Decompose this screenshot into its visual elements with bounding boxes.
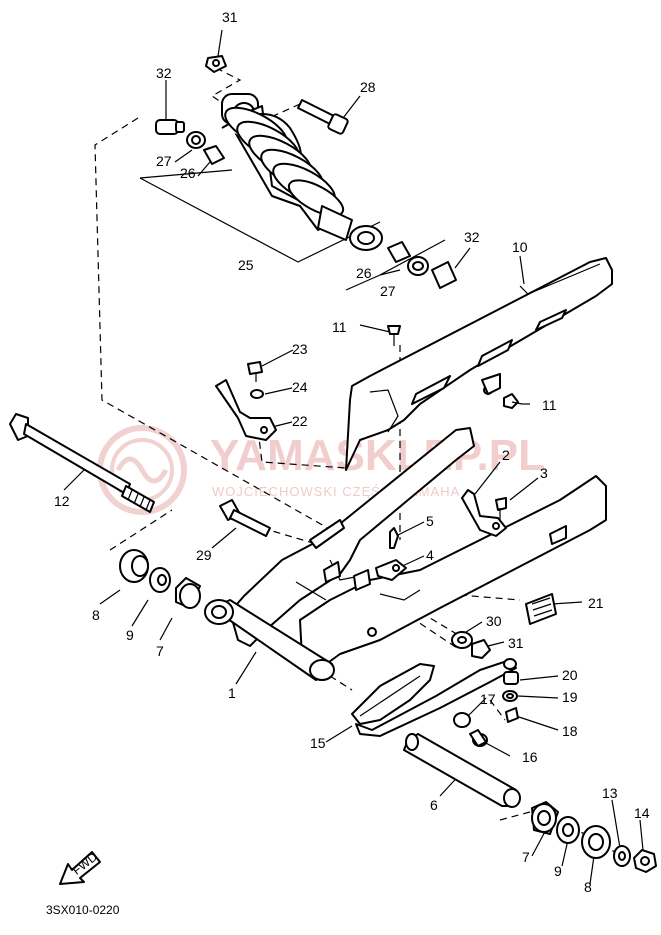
washer-9-left	[149, 567, 171, 593]
callout-11-top: 11	[332, 319, 347, 335]
callout-31-top: 31	[222, 9, 238, 25]
callout-30: 30	[486, 613, 502, 629]
callout-29: 29	[196, 547, 212, 563]
bolt-28	[297, 99, 349, 135]
watermark: YAMASKLEP.PL WOJCIECHOWSKI CZĘŚCI YAMAHA	[97, 425, 545, 515]
callout-7-right: 7	[522, 849, 530, 865]
fwd-arrow-icon: FWD	[59, 850, 101, 885]
cable-holder-2	[461, 489, 507, 537]
callout-13: 13	[602, 785, 618, 801]
collar-26-top	[203, 145, 225, 165]
callout-15: 15	[310, 735, 326, 751]
callout-27-bottom: 27	[380, 283, 396, 299]
bolt-11-right	[503, 393, 523, 409]
chain-guide-15	[351, 658, 517, 737]
callout-3: 3	[540, 465, 548, 481]
caution-label-21	[525, 593, 557, 625]
rear-shock-absorber	[221, 93, 383, 251]
collar-26-bottom	[387, 241, 411, 263]
callout-8-left: 8	[92, 607, 100, 623]
callout-4: 4	[426, 547, 434, 563]
pivot-shaft-6	[403, 733, 521, 808]
swingarm	[204, 427, 607, 681]
callout-20: 20	[562, 667, 578, 683]
callout-32-bottom: 32	[464, 229, 480, 245]
washer-30	[451, 631, 473, 649]
pivot-tube	[204, 599, 335, 681]
callout-10: 10	[512, 239, 528, 255]
callout-21: 21	[588, 595, 604, 611]
bolt-11-top	[387, 325, 401, 346]
bolt-18	[505, 707, 519, 723]
callout-16: 16	[522, 749, 538, 765]
washer-19	[502, 690, 518, 702]
nut-14	[633, 849, 657, 873]
callout-24: 24	[292, 379, 308, 395]
shock-hardware	[155, 55, 457, 289]
nut-31-bottom	[471, 639, 491, 659]
drawing-code: 3SX010-0220	[46, 903, 120, 917]
callout-18: 18	[562, 723, 578, 739]
callout-19: 19	[562, 689, 578, 705]
bolt-32-top	[155, 119, 185, 135]
callout-14: 14	[634, 805, 650, 821]
damper-20	[503, 671, 519, 685]
callout-22: 22	[292, 413, 308, 429]
pivot-shaft-12	[9, 413, 155, 513]
callout-27-top: 27	[156, 153, 172, 169]
oil-seal-27-bottom	[407, 256, 429, 276]
hose-guide-bracket	[215, 361, 277, 441]
callout-28: 28	[360, 79, 376, 95]
callout-11-right: 11	[542, 397, 557, 413]
bolt-29	[219, 499, 271, 537]
chain-case	[345, 257, 613, 471]
callout-labels: 31 32 28 27 26 25 32 10 26 27 11 23 24 1…	[54, 9, 650, 895]
callout-26-top: 26	[180, 165, 196, 181]
bushing-7-left	[175, 577, 201, 609]
callout-5: 5	[426, 513, 434, 529]
screw-3	[495, 497, 507, 520]
callout-32-top: 32	[156, 65, 172, 81]
washer-13	[613, 845, 631, 867]
bearing-8-left	[119, 549, 149, 583]
callout-9-right: 9	[554, 863, 562, 879]
washer-9-right	[556, 816, 580, 844]
callout-23: 23	[292, 341, 308, 357]
bearing-8-right	[581, 825, 611, 859]
callout-17: 17	[480, 691, 496, 707]
oil-seal-27-top	[186, 131, 206, 149]
callout-25: 25	[238, 257, 254, 273]
nut-31-top	[205, 55, 227, 73]
callout-6: 6	[430, 797, 438, 813]
callout-31-bottom: 31	[508, 635, 524, 651]
collar-17	[453, 712, 471, 728]
callout-2: 2	[502, 447, 510, 463]
clip-5	[389, 527, 399, 549]
callout-12: 12	[54, 493, 70, 509]
clip-4	[375, 559, 407, 581]
callout-8-right: 8	[584, 879, 592, 895]
bolt-32-bottom	[431, 261, 457, 289]
bushing-7-right	[531, 801, 559, 835]
callout-9-left: 9	[126, 627, 134, 643]
callout-1: 1	[228, 685, 236, 701]
shock-spring	[221, 105, 345, 231]
bolt-16	[469, 729, 488, 747]
callout-7-left: 7	[156, 643, 164, 659]
callout-26-bottom: 26	[356, 265, 372, 281]
